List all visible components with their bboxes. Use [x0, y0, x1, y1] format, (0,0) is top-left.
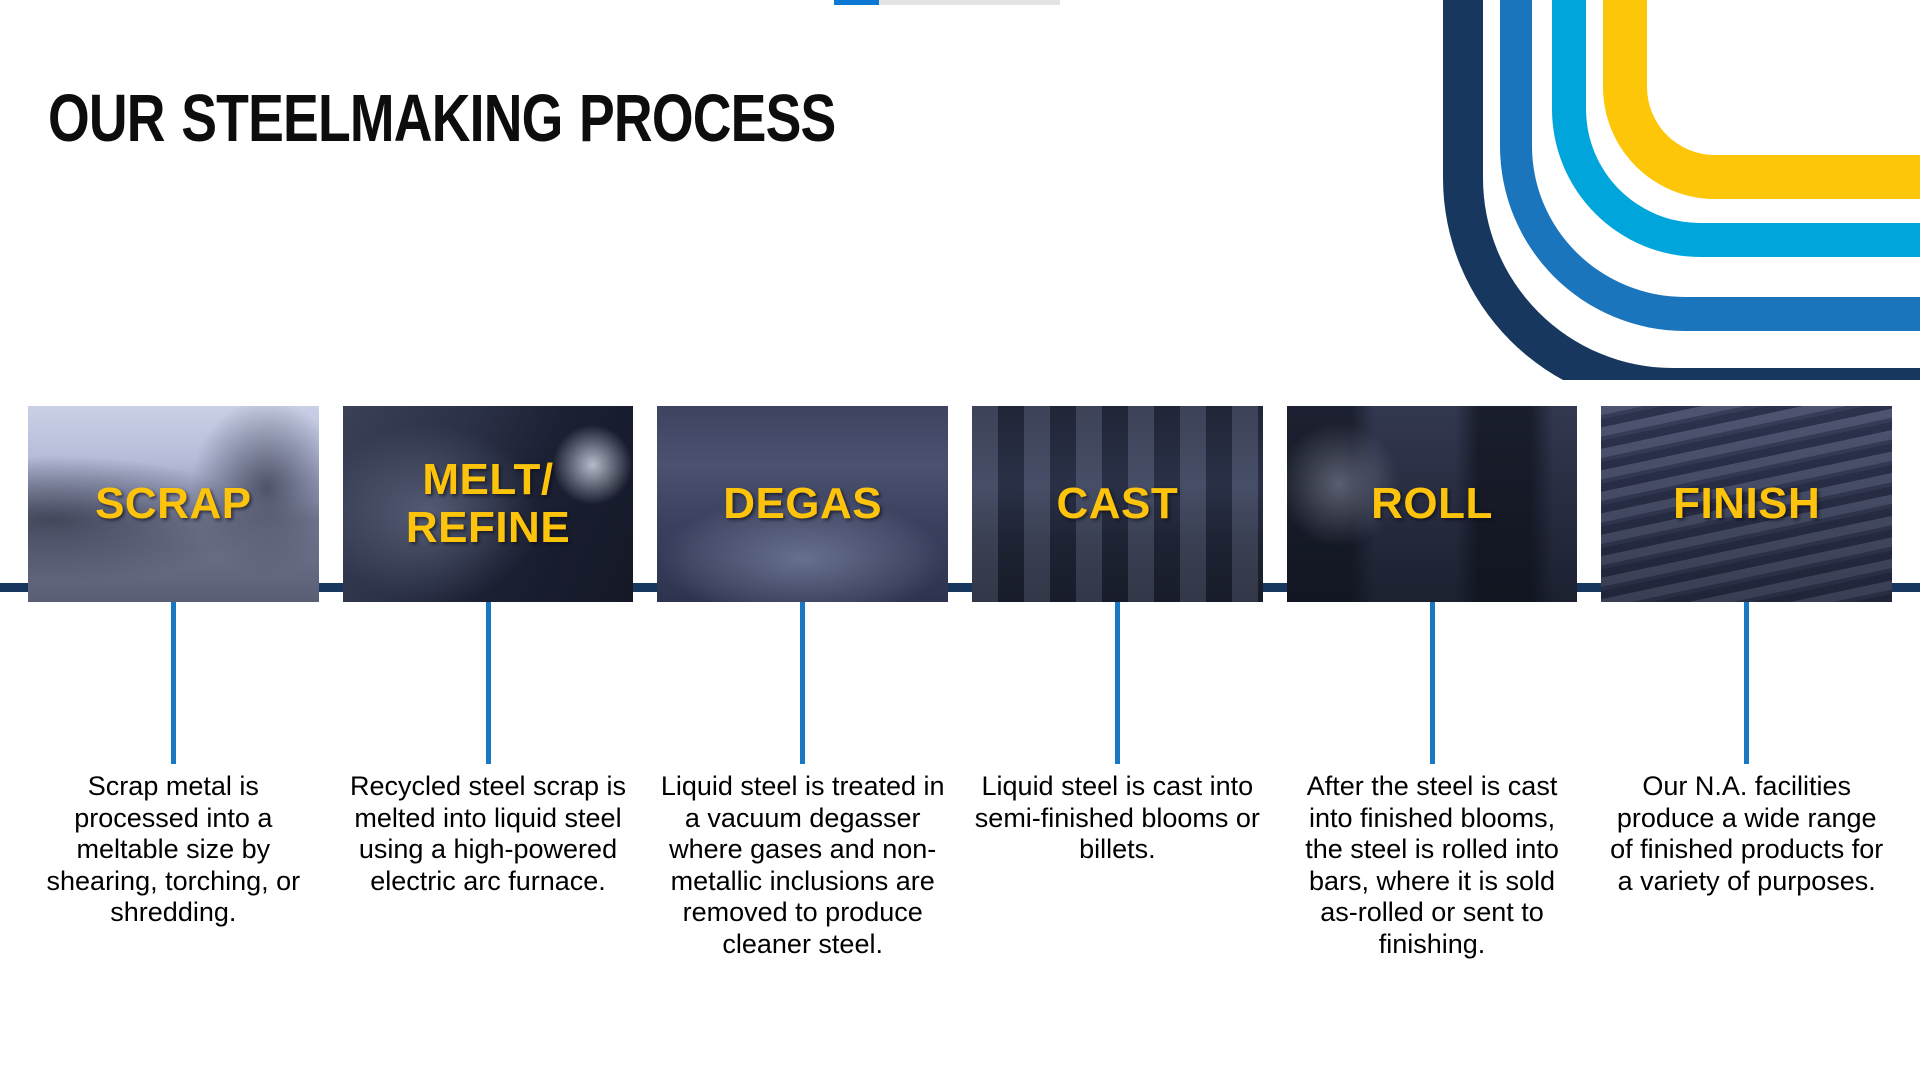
step-roll: ROLL After the steel is cast into finish…: [1286, 406, 1578, 960]
scrap-step-label: SCRAP: [95, 478, 252, 528]
cast-step-label: CAST: [1056, 478, 1179, 528]
corner-rings-decoration: [1440, 0, 1920, 380]
scrap-step-description: Scrap metal is processed into a meltable…: [46, 771, 301, 927]
scrap-connector-line: [170, 602, 176, 764]
finish-connector-line: [1744, 602, 1750, 764]
corner-ring-blue: [1500, 0, 1920, 331]
top-progress-bar[interactable]: [834, 0, 1060, 5]
step-degas: DEGAS Liquid steel is treated in a vacuu…: [657, 406, 949, 960]
step-scrap: SCRAP Scrap metal is processed into a me…: [28, 406, 319, 929]
corner-ring-yellow: [1603, 0, 1920, 199]
title-block: OUR STEELMAKING PROCESS: [48, 80, 1032, 157]
top-progress-bar-fill: [834, 0, 879, 5]
corner-ring-navy: [1443, 0, 1920, 380]
roll-connector-line: [1429, 602, 1435, 764]
roll-step-description: After the steel is cast into finished bl…: [1305, 771, 1559, 959]
rolling-mill-photo: ROLL: [1286, 406, 1578, 602]
cast-connector-line: [1114, 602, 1120, 764]
melt-refine-step-description: Recycled steel scrap is melted into liqu…: [349, 771, 627, 896]
finish-step-label: FINISH: [1673, 478, 1821, 528]
electric-arc-furnace-photo: MELT/ REFINE: [342, 406, 634, 602]
process-steps-row: SCRAP Scrap metal is processed into a me…: [0, 406, 1920, 960]
degas-connector-line: [800, 602, 806, 764]
melt-refine-connector-line: [485, 602, 491, 764]
vacuum-degasser-photo: DEGAS: [657, 406, 949, 602]
step-melt-refine: MELT/ REFINE Recycled steel scrap is mel…: [342, 406, 634, 897]
continuous-caster-photo: CAST: [972, 406, 1263, 602]
cast-step-description: Liquid steel is cast into semi-finished …: [974, 771, 1260, 864]
finished-steel-bars-photo: FINISH: [1601, 406, 1893, 602]
step-finish: FINISH Our N.A. facilities produce a wid…: [1601, 406, 1893, 897]
corner-ring-lightblue: [1552, 0, 1920, 257]
degas-step-label: DEGAS: [723, 478, 883, 528]
step-cast: CAST Liquid steel is cast into semi-fini…: [972, 406, 1263, 866]
roll-step-label: ROLL: [1371, 478, 1493, 528]
finish-step-description: Our N.A. facilities produce a wide range…: [1610, 771, 1884, 896]
page-title: OUR STEELMAKING PROCESS: [48, 81, 836, 156]
timeline-line: [0, 583, 1920, 592]
degas-step-description: Liquid steel is treated in a vacuum dega…: [660, 771, 945, 959]
scrap-metal-yard-photo: SCRAP: [28, 406, 319, 602]
melt-refine-step-label: MELT/ REFINE: [405, 454, 571, 552]
